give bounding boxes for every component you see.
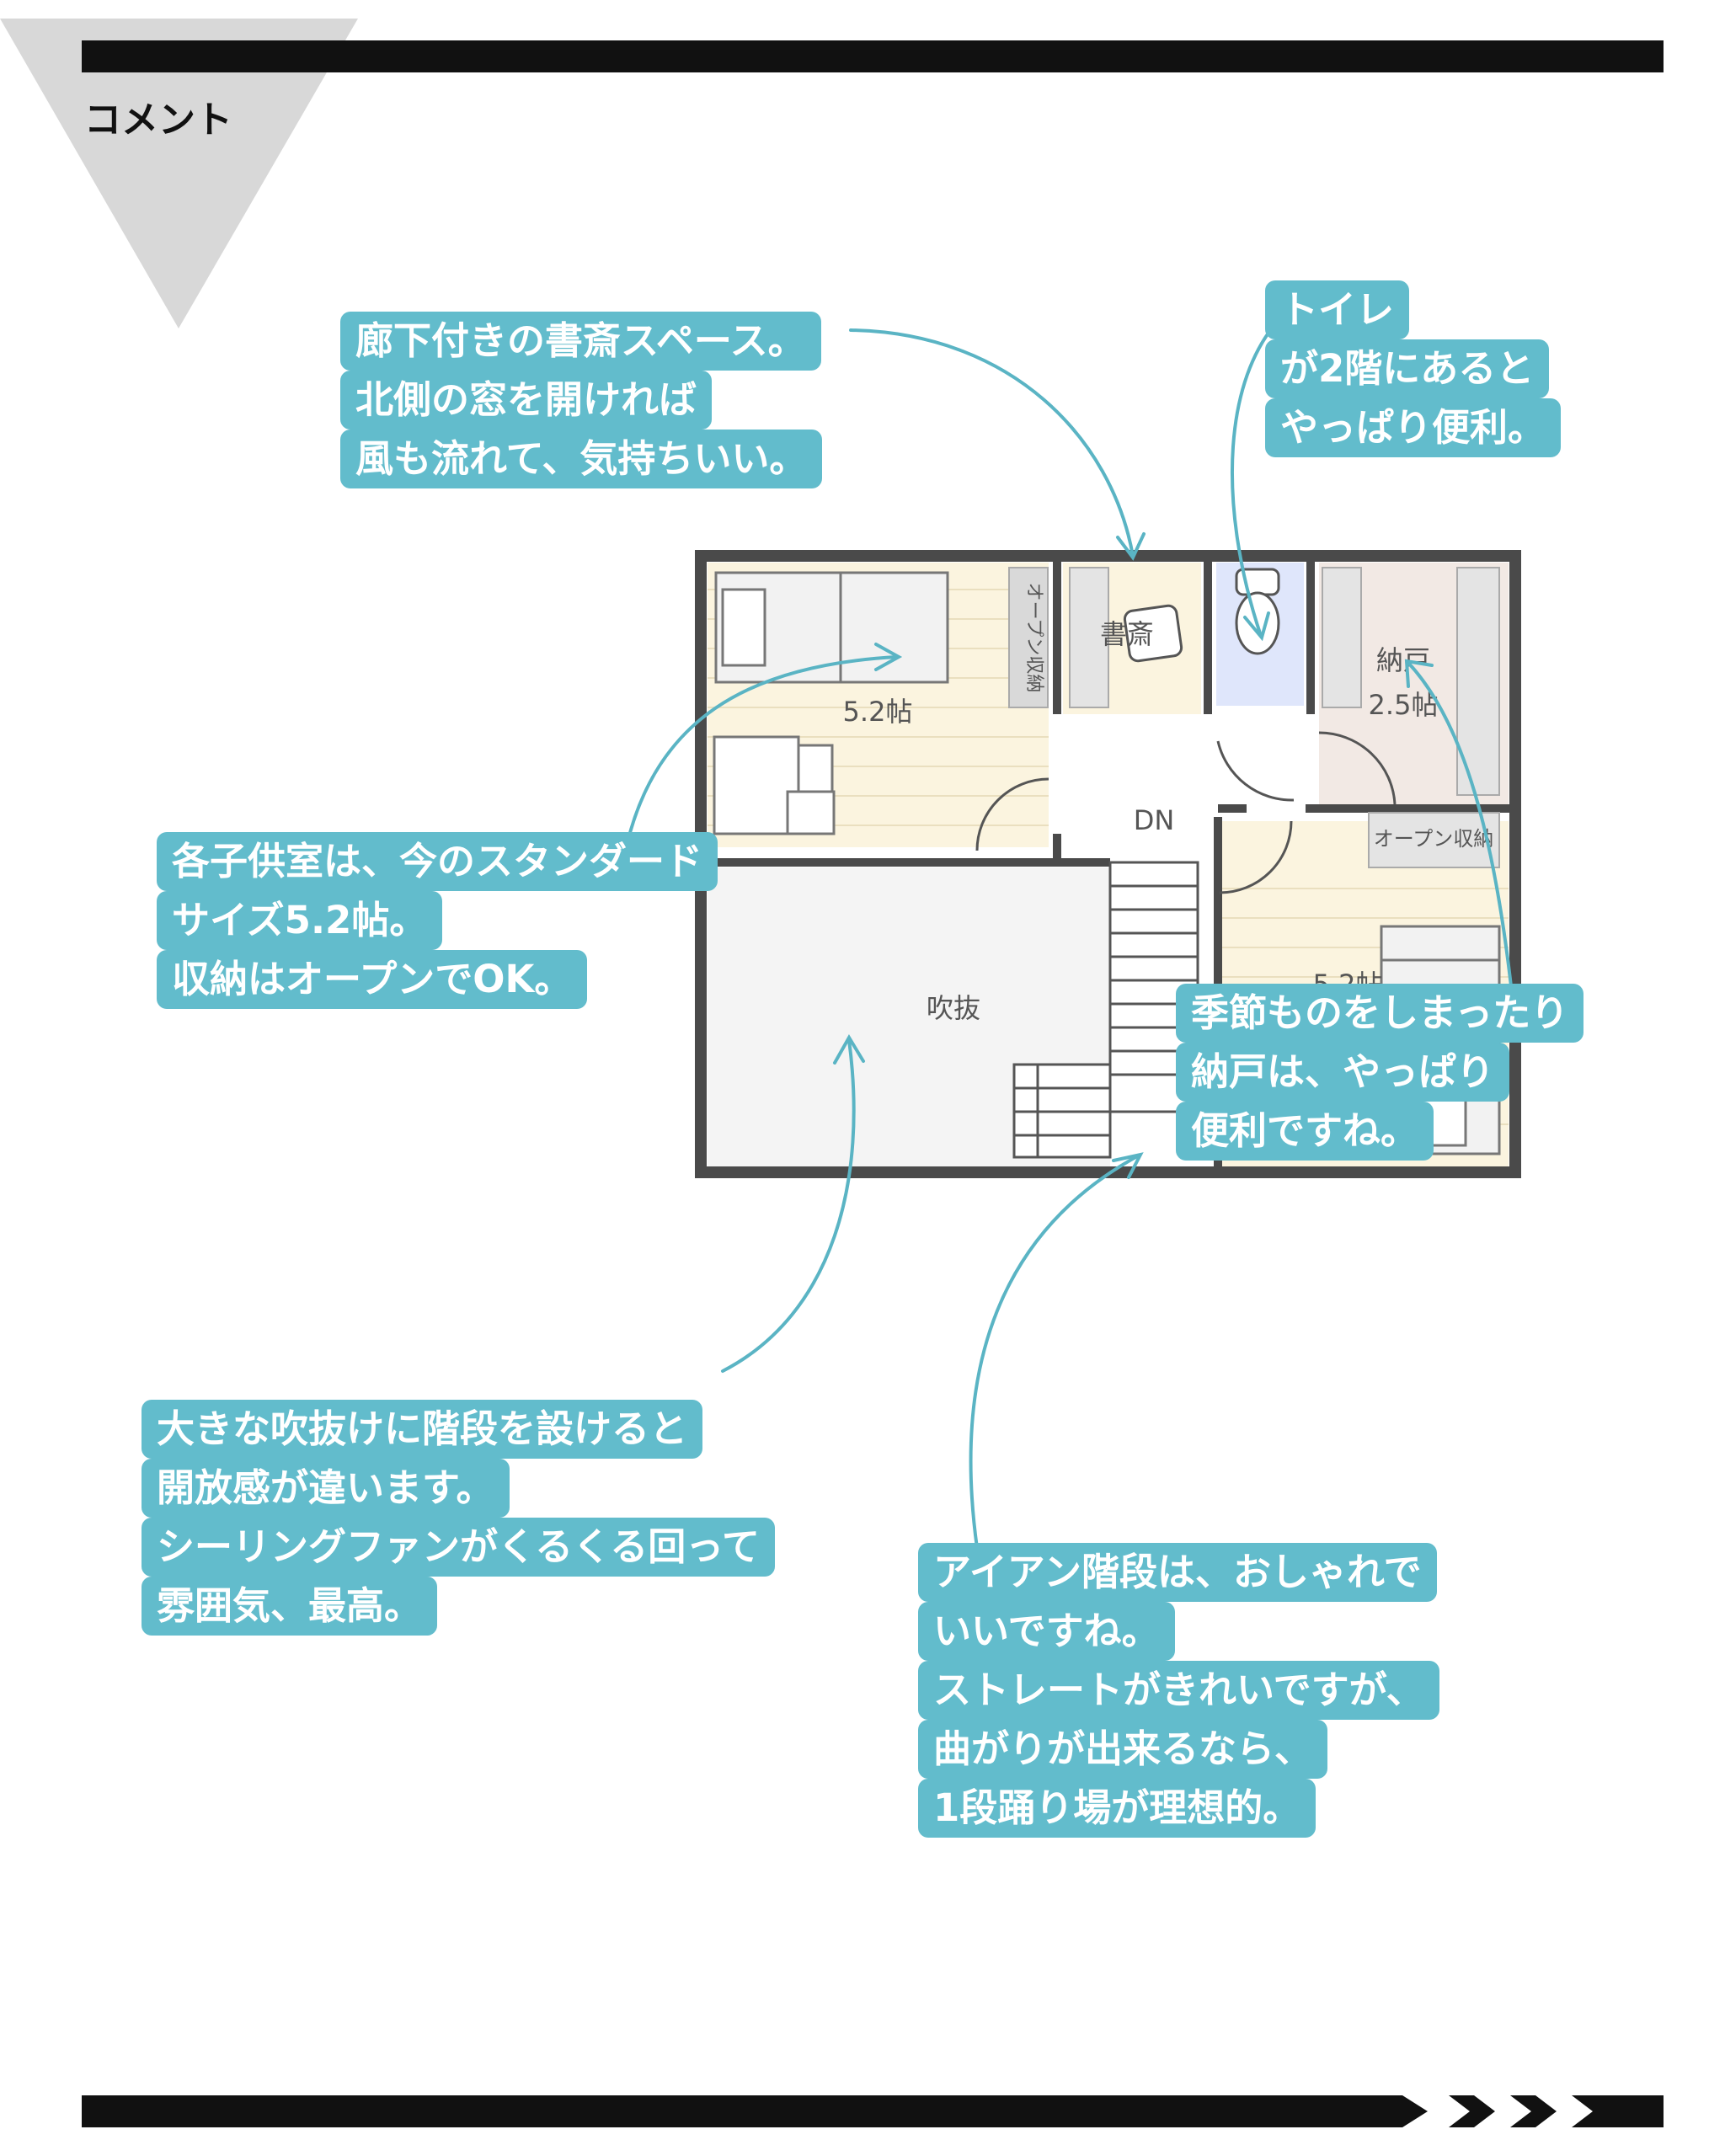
callout-line: が2階にあると (1265, 339, 1550, 398)
callout-line: やっぱり便利。 (1265, 398, 1562, 457)
callout-line: 各子供室は、今のスタンダード (157, 832, 718, 891)
callout-line: 大きな吹抜けに階段を設けると (142, 1400, 703, 1459)
callout-line: 納戸は、やっぱり (1176, 1043, 1510, 1102)
callout-line: 北側の窓を開ければ (340, 371, 713, 430)
arrow-kids-head (874, 643, 903, 671)
callout-void: 大きな吹抜けに階段を設けると 開放感が違います。 シーリングファンがくるくる回っ… (142, 1400, 775, 1636)
arrow-study-head (1116, 532, 1146, 561)
bottom-bar (82, 2095, 1664, 2127)
toilet-fixture (1235, 568, 1280, 655)
study-shelf (1069, 567, 1109, 708)
callout-line: 風も流れて、気持ちいい。 (340, 430, 823, 488)
callout-line: 季節ものをしまったり (1176, 984, 1584, 1043)
open-closet-1 (1008, 567, 1049, 708)
callout-storage: 季節ものをしまったり 納戸は、やっぱり 便利ですね。 (1176, 984, 1584, 1161)
callout-line: サイズ5.2帖。 (157, 891, 443, 950)
door-1 (975, 777, 1049, 851)
callout-line: 曲がりが出来るなら、 (918, 1720, 1328, 1779)
callout-line: シーリングファンがくるくる回って (142, 1518, 775, 1577)
study-chair (1123, 604, 1183, 663)
arrow-toilet-head (1243, 611, 1270, 642)
arrow-void (721, 1038, 856, 1373)
callout-line: 1段踊り場が理想的。 (918, 1779, 1316, 1838)
arrow-void-head (833, 1034, 865, 1065)
corner-triangle (0, 19, 358, 328)
arrow-stairs-head (1112, 1152, 1144, 1179)
room-label-kids-1: 5.2帖 (843, 696, 913, 728)
arrow-toilet (1230, 308, 1290, 638)
annotation-arrows (626, 308, 1514, 1550)
callout-kids-room: 各子供室は、今のスタンダード サイズ5.2帖。 収納はオープンでOK。 (157, 832, 718, 1009)
arrow-storage (1407, 661, 1514, 995)
callout-study: 廊下付きの書斎スペース。 北側の窓を開ければ 風も流れて、気持ちいい。 (340, 312, 823, 488)
door-toilet (1216, 740, 1295, 802)
arrow-kids (626, 655, 899, 844)
callout-line: 便利ですね。 (1176, 1102, 1434, 1161)
room-label-storage-size: 2.5帖 (1369, 689, 1439, 721)
callout-line: 開放感が違います。 (142, 1459, 510, 1518)
callout-toilet: トイレ が2階にあると やっぱり便利。 (1265, 280, 1562, 457)
open-closet-2 (1368, 812, 1500, 868)
desk-1 (713, 735, 836, 835)
room-label-void: 吹抜 (927, 992, 980, 1024)
room-label-dn: DN (1134, 804, 1175, 836)
arrow-storage-head (1404, 659, 1434, 688)
room-label-open-closet-2: オープン収納 (1374, 827, 1494, 851)
callout-line: いいですね。 (918, 1602, 1175, 1661)
room-label-study: 書斎 (1100, 618, 1154, 650)
header-label: コメント (84, 99, 232, 141)
callout-stairs: アイアン階段は、おしゃれで いいですね。 ストレートがきれいですが、 曲がりが出… (918, 1543, 1439, 1838)
callout-line: ストレートがきれいですが、 (918, 1661, 1439, 1720)
storage-shelf-left (1322, 567, 1362, 708)
room-label-open-closet-1: オープン収納 (1023, 583, 1044, 693)
door-storage (1318, 731, 1397, 805)
callout-line: アイアン階段は、おしゃれで (918, 1543, 1437, 1602)
room-label-storage: 納戸 (1376, 644, 1430, 676)
callout-line: 廊下付きの書斎スペース。 (340, 312, 821, 371)
top-bar (82, 40, 1664, 72)
arrow-stairs (969, 1154, 1140, 1550)
door-2 (1219, 820, 1293, 894)
arrow-study (849, 328, 1135, 558)
callout-line: 収納はオープンでOK。 (157, 950, 588, 1009)
callout-line: 雰囲気、最高。 (142, 1577, 438, 1636)
callout-line: トイレ (1265, 280, 1410, 339)
